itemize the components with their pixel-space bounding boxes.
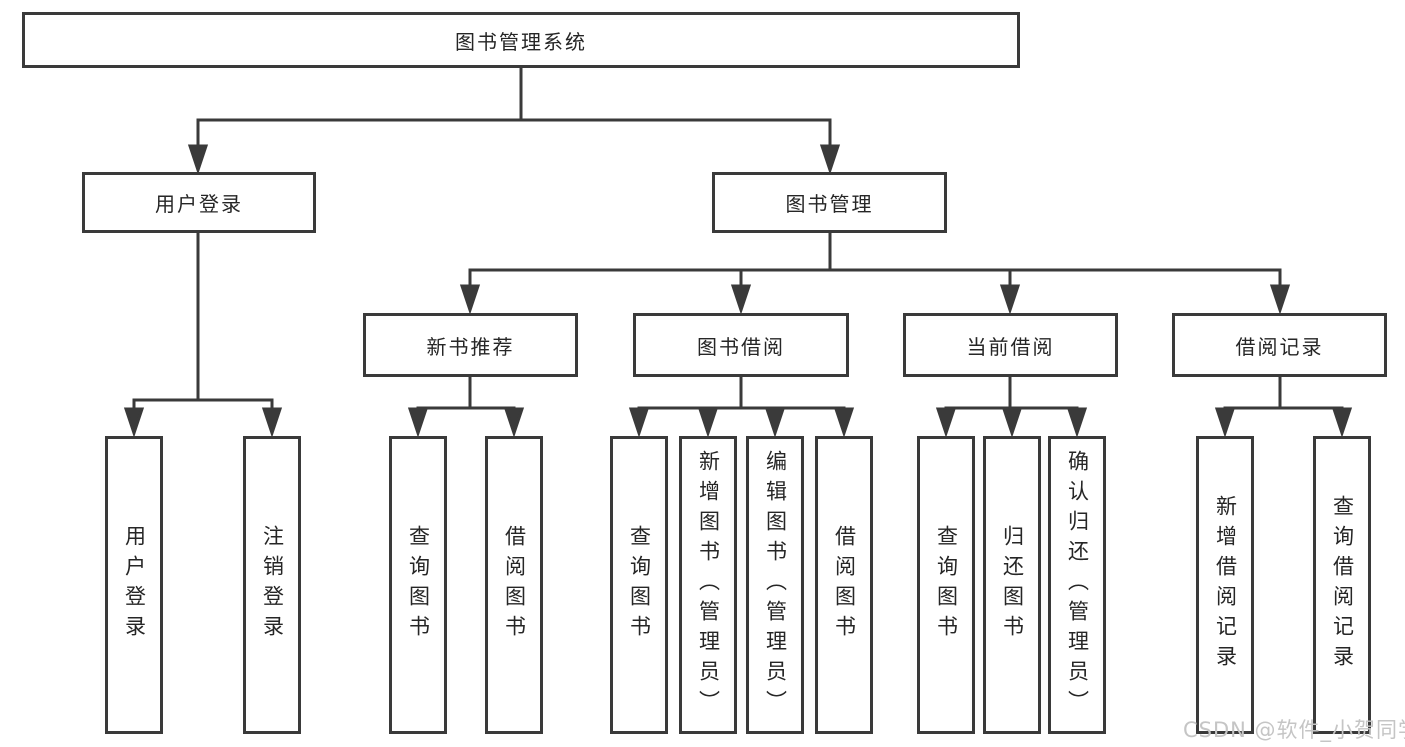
leaf-user-login: 用户登录 (105, 436, 163, 734)
leaf-edit-book-admin: 编辑图书（管理员） (746, 436, 804, 734)
leaf-logout: 注销登录 (243, 436, 301, 734)
node-label: 查询图书 (406, 525, 431, 645)
node-label: 用户登录 (122, 525, 147, 645)
leaf-add-book-admin: 新增图书（管理员） (679, 436, 737, 734)
node-label: 借阅图书 (502, 525, 527, 645)
node-label: 查询图书 (934, 525, 959, 645)
node-book-borrowing: 图书借阅 (633, 313, 849, 377)
leaf-query-books-recommend: 查询图书 (389, 436, 447, 734)
node-user-login: 用户登录 (82, 172, 316, 233)
node-borrowing-records: 借阅记录 (1172, 313, 1387, 377)
leaf-borrow-books-recommend: 借阅图书 (485, 436, 543, 734)
node-label: 查询借阅记录 (1330, 495, 1355, 675)
node-label: 确认归还（管理员） (1065, 450, 1090, 720)
node-label: 新书推荐 (426, 334, 515, 359)
node-label: 图书管理系统 (455, 29, 587, 54)
node-label: 图书借阅 (697, 334, 785, 359)
node-library-management-system: 图书管理系统 (22, 12, 1020, 68)
node-label: 借阅图书 (832, 525, 857, 645)
csdn-watermark: CSDN @软件_小贺同学 (1183, 718, 1405, 742)
node-label: 查询图书 (627, 525, 652, 645)
node-label: 新增借阅记录 (1213, 495, 1238, 675)
leaf-query-books-current: 查询图书 (917, 436, 975, 734)
node-label: 用户登录 (155, 192, 243, 216)
node-label: 借阅记录 (1235, 334, 1324, 359)
leaf-borrow-books-borrowing: 借阅图书 (815, 436, 873, 734)
leaf-query-books-borrowing: 查询图书 (610, 436, 668, 734)
node-label: 当前借阅 (966, 334, 1055, 359)
node-book-management: 图书管理 (712, 172, 947, 233)
node-current-borrowing: 当前借阅 (903, 313, 1118, 377)
node-label: 新增图书（管理员） (696, 450, 721, 720)
leaf-confirm-return-admin: 确认归还（管理员） (1048, 436, 1106, 734)
leaf-query-borrow-record: 查询借阅记录 (1313, 436, 1371, 734)
node-label: 注销登录 (260, 525, 285, 645)
node-label: 图书管理 (785, 192, 874, 216)
node-new-book-recommendation: 新书推荐 (363, 313, 578, 377)
node-label: 编辑图书（管理员） (763, 450, 788, 720)
leaf-return-book: 归还图书 (983, 436, 1041, 734)
node-label: 归还图书 (1000, 525, 1025, 645)
leaf-add-borrow-record: 新增借阅记录 (1196, 436, 1254, 734)
